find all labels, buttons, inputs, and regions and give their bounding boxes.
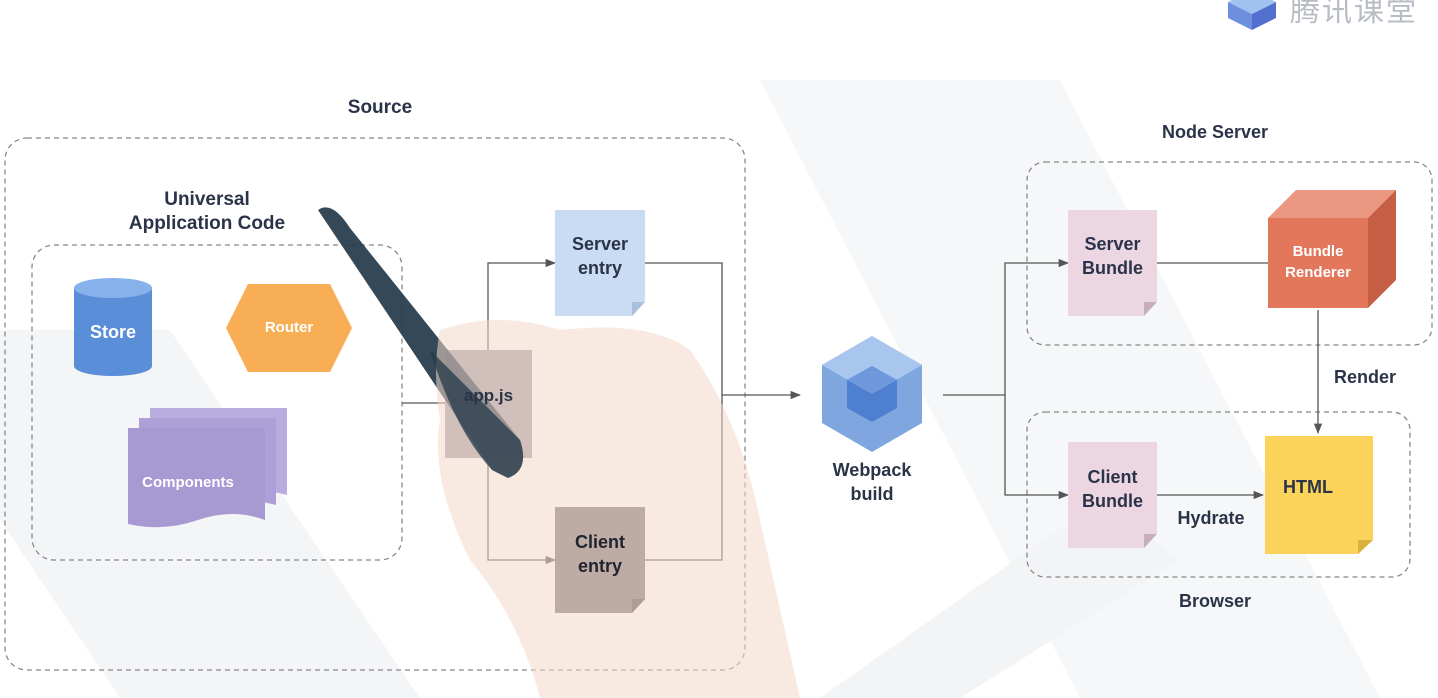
server-bundle-label-line1: Server xyxy=(1084,234,1141,254)
webpack-to-server-bundle-arrow xyxy=(1004,258,1070,395)
client-bundle-fold xyxy=(1144,534,1157,548)
client-bundle-doc xyxy=(1068,442,1157,548)
router-label: Router xyxy=(264,319,314,336)
html-doc-fold xyxy=(1358,540,1373,554)
source-group-title: Source xyxy=(347,97,413,118)
webpack-label-line1: Webpack xyxy=(832,460,912,480)
appjs-label: app.js xyxy=(463,386,514,405)
bundle-renderer-cube xyxy=(1268,190,1396,308)
node-server-group-border xyxy=(1026,161,1433,346)
components-stack-icon xyxy=(128,408,287,528)
server-entry-label-line2: entry xyxy=(577,258,622,278)
brand-logo: 腾讯课堂 xyxy=(1224,0,1418,30)
bundle-renderer-label-line1: Bundle xyxy=(1292,243,1344,260)
server-bundle-fold xyxy=(1144,302,1157,316)
browser-group-title: Browser xyxy=(1178,591,1252,611)
html-label: HTML xyxy=(1283,477,1333,497)
source-group-border xyxy=(4,137,746,671)
server-entry-fold xyxy=(632,302,645,316)
client-bundle-label-line1: Client xyxy=(1087,467,1138,487)
client-bundle-label-line2: Bundle xyxy=(1082,491,1143,511)
brand-logo-text: 腾讯课堂 xyxy=(1290,0,1418,29)
router-hexagon-icon xyxy=(226,284,352,372)
webpack-cube-icon xyxy=(822,336,922,452)
webpack-to-client-bundle-arrow xyxy=(1004,395,1070,500)
server-bundle-doc xyxy=(1068,210,1157,316)
components-label: Components xyxy=(142,474,234,491)
universal-code-title-line1: Universal xyxy=(164,189,250,210)
bundle-renderer-label-line2: Renderer xyxy=(1285,264,1351,281)
client-entry-label-line2: entry xyxy=(577,556,622,576)
browser-group-border xyxy=(1026,411,1411,578)
client-entry-label-line1: Client xyxy=(574,532,625,552)
universal-code-title-line2: Application Code xyxy=(128,213,286,234)
store-cylinder-icon xyxy=(74,278,152,376)
hydrate-label: Hydrate xyxy=(1177,508,1245,528)
node-server-group-title: Node Server xyxy=(1161,122,1269,142)
render-label: Render xyxy=(1333,367,1396,387)
store-label: Store xyxy=(89,322,136,342)
server-entry-label-line1: Server xyxy=(571,234,629,254)
webpack-label-line2: build xyxy=(850,484,894,504)
server-entry-doc xyxy=(555,210,645,316)
server-bundle-label-line2: Bundle xyxy=(1082,258,1143,278)
hand-with-stylus-overlay xyxy=(318,207,800,698)
html-doc xyxy=(1265,436,1373,554)
tencent-classroom-logo-icon xyxy=(1228,0,1276,30)
